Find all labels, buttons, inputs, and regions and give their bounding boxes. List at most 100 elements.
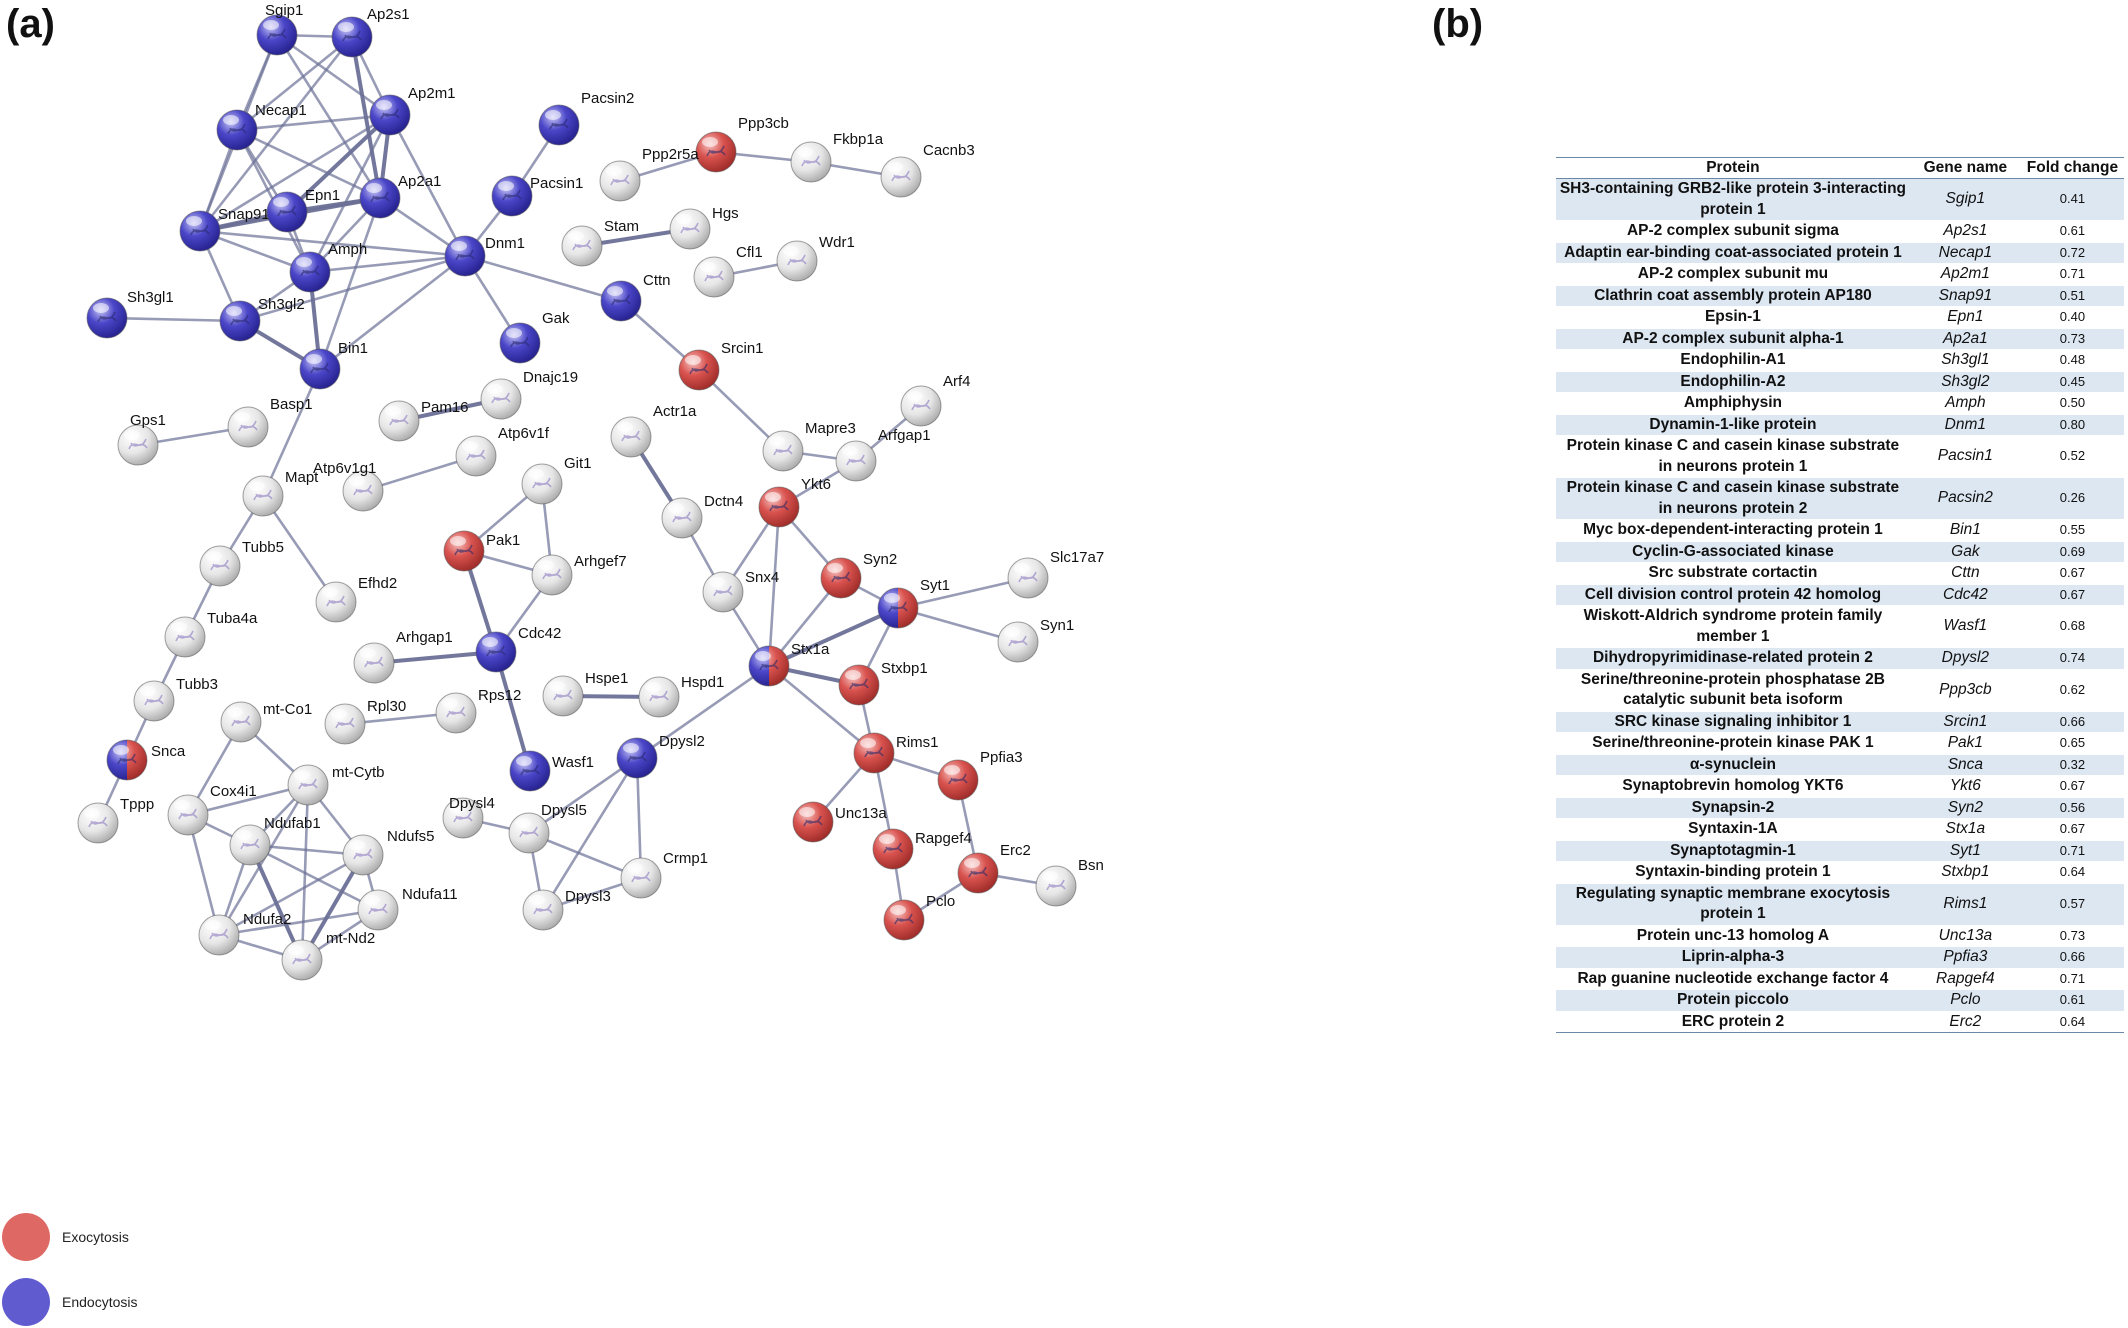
node-outline <box>900 385 942 427</box>
edge-Cdc42-Wasf1 <box>494 651 532 772</box>
edge-Ap2s1-Necap1 <box>236 35 353 132</box>
protein-structure-icon <box>238 420 258 432</box>
node-highlight <box>1004 627 1020 637</box>
node-outline <box>542 675 584 717</box>
node-outline <box>331 16 373 58</box>
cell-protein: Adaptin ear-binding coat-associated prot… <box>1556 242 1910 264</box>
node-label-Snx4: Snx4 <box>745 569 779 586</box>
panel-label-a: (a) <box>6 2 55 46</box>
cell-fold-change: 0.64 <box>2020 1011 2124 1033</box>
node-highlight <box>676 214 692 224</box>
node-highlight <box>645 682 661 692</box>
node-outline <box>616 737 658 779</box>
cell-fold-change: 0.67 <box>2020 818 2124 841</box>
node-label-Git1: Git1 <box>564 455 592 472</box>
node-Wdr1 <box>776 240 818 282</box>
node-Ap2a1 <box>359 177 401 219</box>
node-label-Pacsin1: Pacsin1 <box>530 175 583 192</box>
node-label-Stam: Stam <box>604 218 639 235</box>
edge-Ap2m1-Epn1 <box>285 113 392 214</box>
protein-structure-icon <box>849 678 869 690</box>
cell-protein: Clathrin coat assembly protein AP180 <box>1556 285 1910 307</box>
table-row: Cell division control protein 42 homolog… <box>1556 584 2124 606</box>
edge-Ap2m1-Dnm1 <box>388 114 467 257</box>
cell-protein: Wiskott-Aldrich syndrome protein family … <box>1556 605 1910 648</box>
cell-gene-name: Snca <box>1909 754 2021 776</box>
protein-structure-icon <box>277 205 297 217</box>
cell-fold-change: 0.74 <box>2020 647 2124 670</box>
node-outline <box>599 160 641 202</box>
node-label-Wasf1: Wasf1 <box>552 754 594 771</box>
node-highlight <box>482 637 498 647</box>
node-outline <box>342 470 384 512</box>
table-row: Wiskott-Aldrich syndrome protein family … <box>1556 605 2124 648</box>
cell-fold-change: 0.71 <box>2020 263 2124 286</box>
cell-gene-name: Dpysl2 <box>1909 647 2021 670</box>
node-Cacnb3 <box>880 156 922 198</box>
node-Gps1 <box>117 424 159 466</box>
protein-structure-icon <box>894 913 914 925</box>
protein-structure-icon <box>175 630 195 642</box>
node-Hgs <box>669 208 711 250</box>
cell-gene-name: Ppfia3 <box>1909 946 2021 969</box>
edge-Stx1a-Rims1 <box>768 664 875 755</box>
protein-structure-icon <box>549 118 569 130</box>
node-label-Dpysl3: Dpysl3 <box>565 888 611 905</box>
node-Rapgef4 <box>872 828 914 870</box>
edge-Stx1a-Dpysl2 <box>636 664 770 760</box>
node-outline <box>199 545 241 587</box>
node-outline <box>299 348 341 390</box>
node-highlight <box>887 162 903 172</box>
node-label-Srcin1: Srcin1 <box>721 340 764 357</box>
protein-structure-icon <box>310 362 330 374</box>
node-Git1 <box>521 463 563 505</box>
node-outline <box>77 802 119 844</box>
node-outline <box>790 141 832 183</box>
node-Rims1 <box>853 732 895 774</box>
node-label-Rps12: Rps12 <box>478 687 521 704</box>
node-highlight <box>1014 563 1030 573</box>
node-outline <box>695 131 737 173</box>
node-label-Snap91: Snap91 <box>218 206 270 223</box>
protein-structure-icon <box>911 399 931 411</box>
cell-fold-change: 0.52 <box>2020 435 2124 478</box>
node-highlight <box>783 246 799 256</box>
node-outline <box>521 463 563 505</box>
protein-structure-icon <box>97 311 117 323</box>
cell-protein: AP-2 complex subunit sigma <box>1556 220 1910 243</box>
node-label-Stxbp1: Stxbp1 <box>881 660 928 677</box>
protein-structure-icon <box>267 28 287 40</box>
cell-gene-name: Srcin1 <box>1909 711 2021 733</box>
protein-structure-icon <box>368 903 388 915</box>
node-Ppp3cb <box>695 131 737 173</box>
node-outline <box>242 475 284 517</box>
protein-structure-icon <box>773 444 793 456</box>
protein-structure-icon <box>519 826 539 838</box>
cell-fold-change: 0.66 <box>2020 946 2124 969</box>
cell-fold-change: 0.71 <box>2020 840 2124 862</box>
cell-gene-name: Cdc42 <box>1909 584 2021 606</box>
cell-fold-change: 0.66 <box>2020 711 2124 733</box>
node-highlight <box>755 651 771 661</box>
node-label-Arfgap1: Arfgap1 <box>878 427 931 444</box>
cell-fold-change: 0.50 <box>2020 392 2124 415</box>
node-outline <box>522 889 564 931</box>
node-Pak1 <box>443 530 485 572</box>
protein-structure-icon <box>611 294 631 306</box>
node-label-Dnm1: Dnm1 <box>485 235 525 252</box>
node-Hspe1 <box>542 675 584 717</box>
node-outline <box>762 430 804 472</box>
node-Ap2m1 <box>369 94 411 136</box>
node-label-Sgip1: Sgip1 <box>265 2 303 19</box>
node-Epn1 <box>266 191 308 233</box>
cell-protein: Syntaxin-binding protein 1 <box>1556 861 1910 884</box>
cell-gene-name: Stx1a <box>1909 818 2021 841</box>
node-label-Epn1: Epn1 <box>305 187 340 204</box>
cell-protein: Myc box-dependent-interacting protein 1 <box>1556 519 1910 542</box>
cell-gene-name: Snap91 <box>1909 285 2021 307</box>
